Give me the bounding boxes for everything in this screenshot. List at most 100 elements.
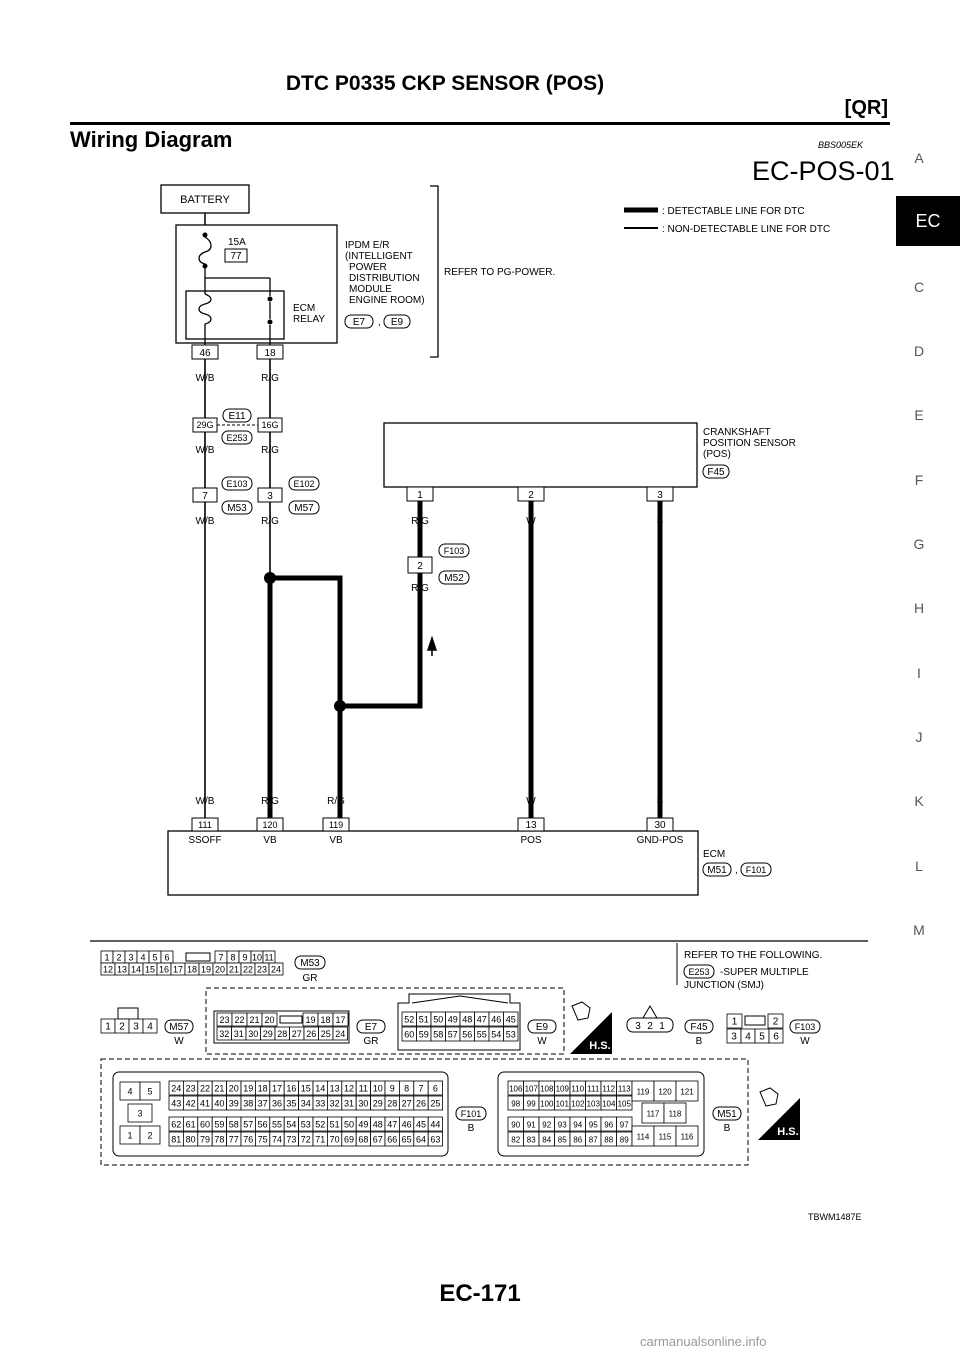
pin-number: 79: [200, 1135, 210, 1145]
pin-number: 2: [773, 1017, 779, 1028]
pin-number: 92: [542, 1121, 551, 1130]
ecm: 111 120 119 13 30 SSOFF VB VB POS GND-PO…: [167, 817, 772, 896]
pin-number: 46: [402, 1120, 412, 1130]
connector-latch: [279, 1015, 303, 1024]
harness-side-icon-2: H.S.: [758, 1087, 800, 1140]
pin-number: 18: [320, 1015, 330, 1025]
tab-ec-active[interactable]: EC: [896, 196, 960, 246]
fuse-icon: [198, 236, 212, 265]
svg-text:W: W: [526, 796, 536, 807]
pin-number: 3: [133, 1022, 139, 1033]
connector-latch: [185, 952, 211, 962]
conn-m53: M53: [227, 503, 247, 514]
page-heading: Wiring Diagram: [70, 127, 233, 152]
pin-number: 57: [243, 1120, 253, 1130]
pin-number: 35: [286, 1099, 296, 1109]
pin-cell: [675, 1080, 699, 1102]
tab-g[interactable]: G: [913, 536, 925, 552]
pin-number: 63: [430, 1135, 440, 1145]
tab-a[interactable]: A: [914, 150, 924, 166]
tab-l[interactable]: L: [915, 858, 923, 874]
pin-number: 69: [344, 1135, 354, 1145]
pin-number: 37: [258, 1099, 268, 1109]
pin-number: 2: [116, 953, 121, 963]
header-rule: [70, 122, 890, 125]
pin-number: 3: [128, 953, 133, 963]
pin-number: 77: [229, 1135, 239, 1145]
svg-text:E9: E9: [536, 1022, 549, 1033]
pin-number: 3: [137, 1109, 142, 1119]
svg-text:3: 3: [635, 1021, 641, 1032]
svg-text:1: 1: [659, 1021, 665, 1032]
pin-number: 89: [620, 1136, 629, 1145]
pin-cell: [427, 1131, 444, 1147]
pin-number: 23: [219, 1015, 229, 1025]
pin-number: 22: [234, 1015, 244, 1025]
pin-number: 100: [540, 1100, 554, 1109]
tab-j[interactable]: J: [915, 729, 923, 745]
wire-detectable: [267, 500, 663, 818]
pin-7: 7: [202, 491, 208, 502]
pin-number: 98: [511, 1100, 520, 1109]
splice-point-2: [334, 700, 346, 712]
svg-text:(POS): (POS): [703, 449, 731, 460]
reference-code: BBS005EK: [818, 140, 864, 150]
pg-power-bracket: [430, 185, 439, 358]
svg-text:W/B: W/B: [196, 445, 215, 456]
pin-number: 91: [527, 1121, 536, 1130]
pin-number: 73: [286, 1135, 296, 1145]
pin-number: 71: [315, 1135, 325, 1145]
tab-m[interactable]: M: [913, 922, 925, 938]
watermark: carmanualsonline.info: [640, 1334, 767, 1349]
pin-number: 8: [404, 1084, 409, 1094]
svg-text:E7: E7: [365, 1022, 378, 1033]
pin-number: 83: [527, 1136, 536, 1145]
relay-coil-icon: [198, 293, 212, 325]
conn-f45: F45: [707, 467, 725, 478]
conn-e103: E103: [226, 479, 247, 489]
pin-number: 19: [305, 1015, 315, 1025]
svg-text:B: B: [696, 1036, 703, 1047]
wire-color-labels: W/B R/G W/B R/G W/B R/G R/G W B R/G W/B …: [196, 373, 664, 807]
pin-number: 33: [315, 1099, 325, 1109]
tab-c[interactable]: C: [913, 279, 925, 295]
pin-number: 18: [258, 1084, 268, 1094]
pin-number: 36: [272, 1099, 282, 1109]
tab-e[interactable]: E: [914, 407, 924, 423]
pin-number: 120: [658, 1088, 672, 1097]
pin-number: 52: [404, 1015, 414, 1025]
pin-number: 7: [418, 1084, 423, 1094]
ipdm-label-6: ENGINE ROOM): [349, 295, 425, 306]
pin-cell: [268, 962, 284, 976]
pin-number: 22: [200, 1084, 210, 1094]
pin-number: 15: [145, 965, 155, 975]
svg-text:E253: E253: [688, 967, 709, 977]
pin-number: 50: [344, 1120, 354, 1130]
pin-number: 68: [358, 1135, 368, 1145]
tab-h[interactable]: H: [913, 600, 925, 616]
pin-number: 94: [573, 1121, 582, 1130]
pin-number: 45: [506, 1015, 516, 1025]
svg-text:B: B: [657, 796, 664, 807]
svg-text:F103: F103: [444, 546, 465, 556]
pin-number: 72: [301, 1135, 311, 1145]
pin-number: 38: [243, 1099, 253, 1109]
pin-number: 55: [477, 1030, 487, 1040]
tab-d[interactable]: D: [913, 343, 925, 359]
pin-number: 54: [286, 1120, 296, 1130]
pin-number: 4: [745, 1032, 751, 1043]
pin-number: 118: [669, 1110, 682, 1119]
svg-text:GR: GR: [303, 973, 318, 984]
tab-f[interactable]: F: [914, 472, 924, 488]
pin-number: 43: [171, 1099, 181, 1109]
svg-text:W/B: W/B: [196, 516, 215, 527]
pin-number: 117: [647, 1110, 660, 1119]
tab-i[interactable]: I: [917, 665, 921, 681]
tab-k[interactable]: K: [914, 793, 924, 809]
pin-number: 25: [430, 1099, 440, 1109]
svg-text:CRANKSHAFT: CRANKSHAFT: [703, 427, 771, 438]
svg-text:VB: VB: [329, 835, 343, 846]
